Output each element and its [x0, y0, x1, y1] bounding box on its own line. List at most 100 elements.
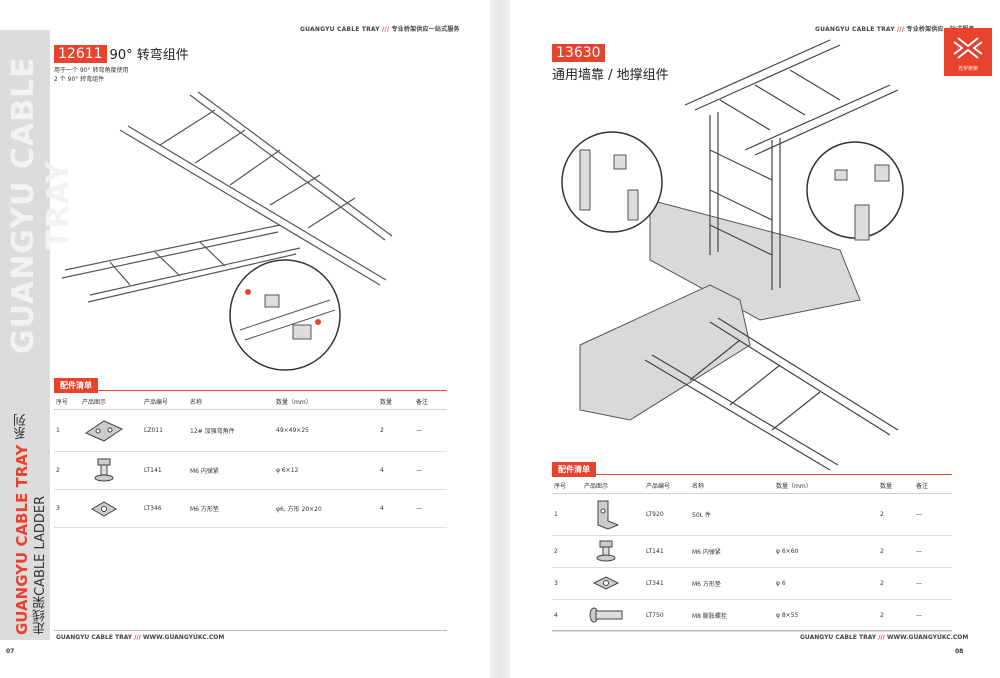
row-image	[582, 599, 644, 632]
right-page: GUANGYU CABLE TRAY /// 专业桥架供应一站式服务 13630…	[510, 0, 1000, 678]
row-image	[582, 567, 644, 600]
row-qty: 2	[878, 599, 914, 632]
product-code: 13630	[552, 44, 605, 62]
header-brand: GUANGYU CABLE TRAY	[815, 26, 895, 33]
col-qty: 数量	[378, 393, 414, 410]
ladder-tee-illustration	[61, 91, 393, 371]
header-tagline: 专业桥架供应一站式服务	[391, 26, 460, 33]
col-spec: 数量（mm）	[774, 477, 878, 494]
row-spec: φ 6	[774, 567, 878, 600]
brand-logo: 光宇桥架	[944, 28, 992, 76]
row-no: 3	[552, 567, 582, 600]
row-spec: φ6, 方形 20×20	[274, 489, 378, 528]
table-header: 序号 产品图示 产品编号 名称 数量（mm） 数量 备注	[54, 393, 447, 410]
page-header: GUANGYU CABLE TRAY /// 专业桥架供应一站式服务	[815, 24, 975, 33]
page-number: 08	[955, 648, 964, 655]
logo-icon	[953, 37, 983, 59]
row-qty: 2	[878, 535, 914, 568]
row-code: LT920	[644, 493, 690, 536]
row-image	[582, 535, 644, 568]
header-tagline: 专业桥架供应一站式服务	[906, 26, 975, 33]
product-title: 通用墙靠 / 地撑组件	[552, 68, 669, 83]
row-name: 50L 件	[690, 493, 774, 536]
footer-brand: GUANGYU CABLE TRAY	[800, 634, 877, 641]
footer-brand: GUANGYU CABLE TRAY	[56, 634, 133, 641]
logo-text: 光宇桥架	[957, 66, 978, 72]
row-no: 1	[552, 493, 582, 536]
col-image: 产品图示	[582, 477, 644, 494]
col-spec: 数量（mm）	[274, 393, 378, 410]
page-gutter	[490, 0, 510, 678]
square-washer-icon	[592, 575, 620, 590]
footer-url: WWW.GUANGYUKC.COM	[886, 634, 969, 641]
row-name: M6 方形垫	[188, 489, 274, 528]
sidebar: GUANGYU CABLE TRAY GUANGYU CABLE TRAY 系列…	[0, 0, 76, 678]
row-note: —	[914, 535, 952, 568]
bolt-icon	[596, 540, 616, 561]
footer-divider	[552, 630, 952, 631]
sidebar-band	[0, 30, 50, 640]
row-qty: 4	[378, 489, 414, 528]
col-note: 备注	[414, 393, 447, 410]
row-image	[80, 489, 142, 528]
row-qty: 2	[878, 567, 914, 600]
table-row: 1 LZ011 12# 加强弯角件 49×49×25 2 —	[54, 409, 447, 452]
square-washer-icon	[91, 500, 117, 517]
row-name: M8 膨胀螺栓	[690, 599, 774, 632]
expansion-bolt-icon	[589, 607, 623, 622]
row-name: M6 内弹紧	[690, 535, 774, 568]
row-code: LT141	[644, 535, 690, 568]
col-image: 产品图示	[80, 393, 142, 410]
wall-support-illustration	[561, 39, 904, 471]
row-qty: 2	[378, 409, 414, 452]
row-image	[80, 409, 142, 452]
note-line-2: 2 个 90° 转弯组件	[54, 76, 105, 83]
row-no: 1	[54, 409, 80, 452]
footer-url: WWW.GUANGYUKC.COM	[142, 634, 225, 641]
row-code: LT346	[142, 489, 188, 528]
page-title: 12611 90° 转弯组件	[54, 44, 189, 63]
section-parts-list: 配件清单	[552, 462, 596, 477]
section-parts-list: 配件清单	[54, 378, 98, 393]
col-name: 名称	[188, 393, 274, 410]
note-line-1: 用于一个 90° 转弯角度使用	[54, 67, 129, 74]
parts-table: 序号 产品图示 产品编号 名称 数量（mm） 数量 备注 1 LZ011 12#…	[54, 393, 447, 528]
row-spec: φ 8×55	[774, 599, 878, 632]
corner-bracket-icon	[84, 419, 124, 442]
product-title: 90° 转弯组件	[109, 48, 189, 63]
l-bracket-icon	[597, 500, 620, 530]
parts-table: 序号 产品图示 产品编号 名称 数量（mm） 数量 备注 1 LT920 50L…	[552, 477, 952, 632]
table-row: 3 LT346 M6 方形垫 φ6, 方形 20×20 4 —	[54, 489, 447, 528]
header-brand: GUANGYU CABLE TRAY	[300, 26, 380, 33]
row-note: —	[914, 599, 952, 632]
sidebar-series: GUANGYU CABLE TRAY 系列 走线架CABLE LADDER	[12, 380, 48, 635]
table-header: 序号 产品图示 产品编号 名称 数量（mm） 数量 备注	[552, 477, 952, 494]
row-image	[582, 493, 644, 536]
footer-slash: ///	[134, 634, 141, 641]
row-code: LT141	[142, 451, 188, 490]
row-no: 2	[54, 451, 80, 490]
row-code: LT750	[644, 599, 690, 632]
footer-slash: ///	[878, 634, 885, 641]
page-footer: GUANGYU CABLE TRAY /// WWW.GUANGYUKC.COM	[56, 634, 224, 641]
col-no: 序号	[54, 393, 80, 410]
row-name: 12# 加强弯角件	[188, 409, 274, 452]
row-note: —	[914, 567, 952, 600]
series-cn: 系列	[14, 413, 29, 440]
page-title: 13630 通用墙靠 / 地撑组件	[552, 44, 669, 83]
series-name: GUANGYU CABLE TRAY	[13, 444, 31, 635]
row-name: M6 方形垫	[690, 567, 774, 600]
row-code: LT341	[644, 567, 690, 600]
product-notes: 用于一个 90° 转弯角度使用 2 个 90° 转弯组件	[54, 66, 128, 84]
row-no: 4	[552, 599, 582, 632]
row-spec: φ 6×60	[774, 535, 878, 568]
row-spec: φ 6×12	[274, 451, 378, 490]
table-row: 2 LT141 M6 内弹紧 φ 6×12 4 —	[54, 451, 447, 490]
footer-divider	[54, 630, 447, 631]
col-no: 序号	[552, 477, 582, 494]
col-qty: 数量	[878, 477, 914, 494]
col-code: 产品编号	[142, 393, 188, 410]
table-row: 4 LT750 M8 膨胀螺栓 φ 8×55 2 —	[552, 599, 952, 632]
row-image	[80, 451, 142, 490]
table-row: 1 LT920 50L 件 2 —	[552, 493, 952, 536]
